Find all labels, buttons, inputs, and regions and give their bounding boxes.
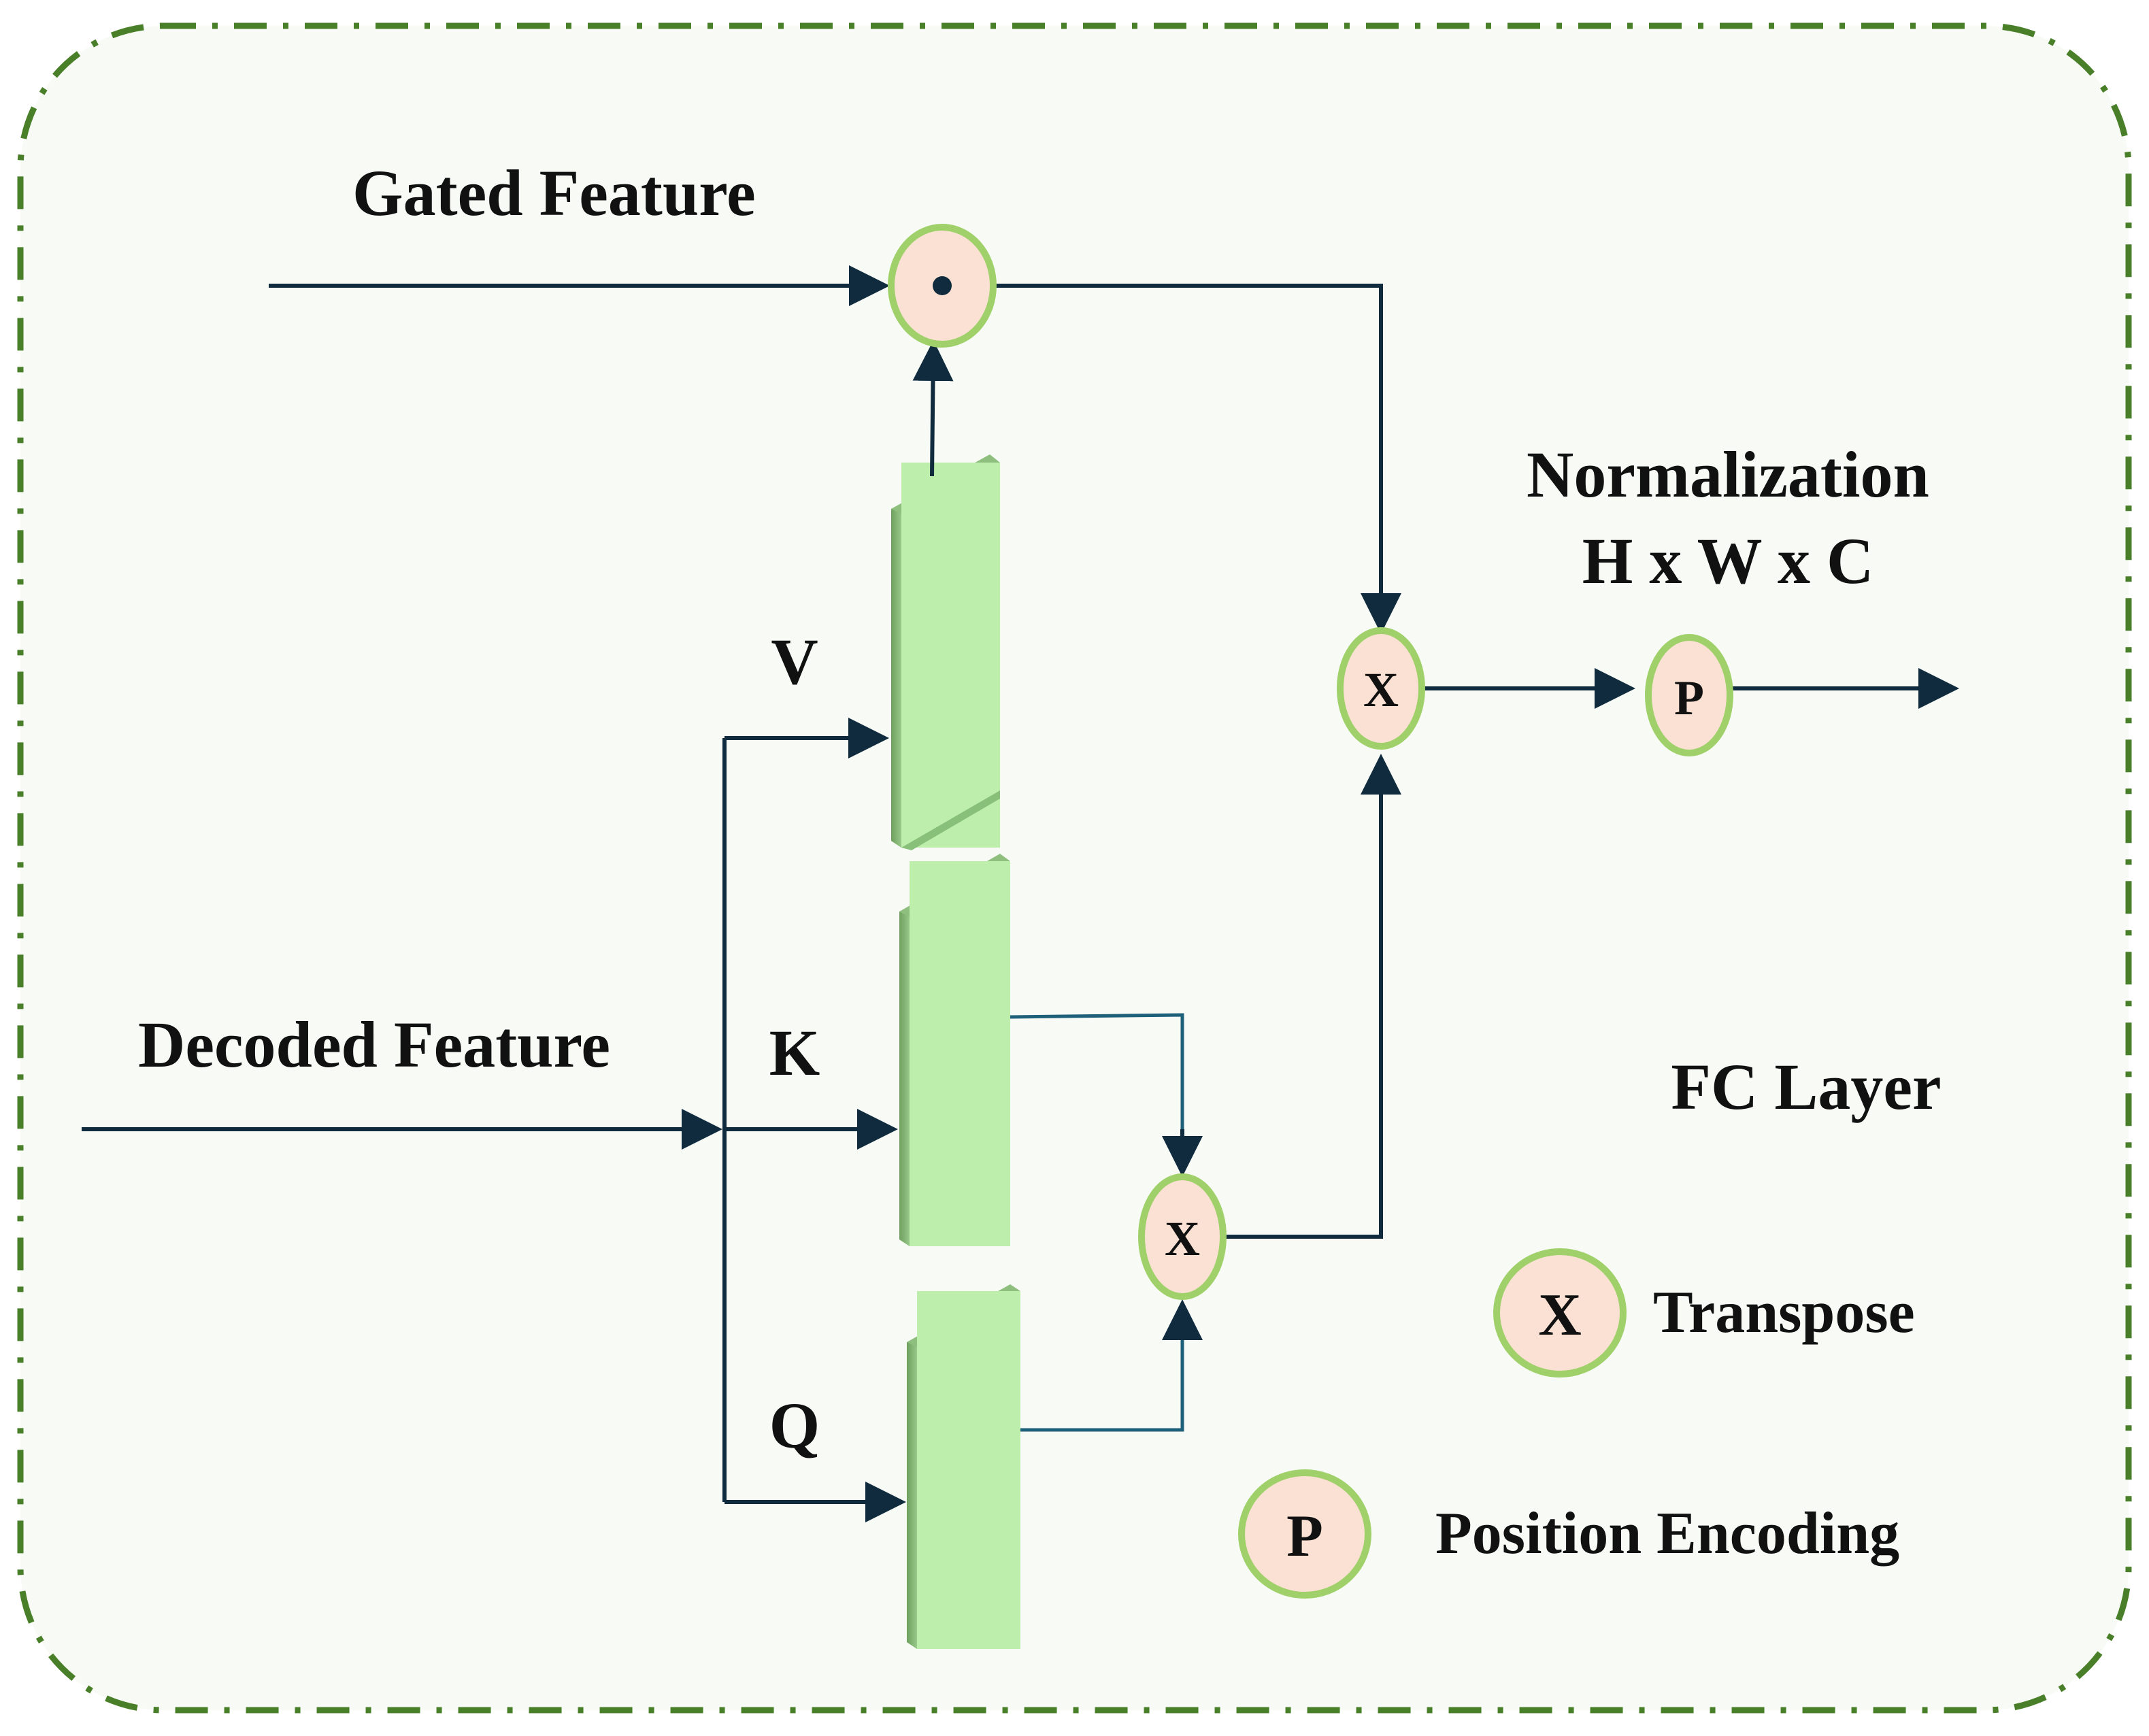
decoded-feature-label: Decoded Feature xyxy=(138,1008,610,1081)
legend-position-encoding: P Position Encoding xyxy=(1238,1469,1899,1599)
q-label: Q xyxy=(769,1389,820,1462)
k-to-transpose-line xyxy=(1010,1013,1184,1167)
gated-feature-label: Gated Feature xyxy=(352,156,756,229)
transpose-node-top: X xyxy=(1337,627,1425,750)
normalization-label: Normalization xyxy=(1527,438,1929,511)
dimensions-label: H x W x C xyxy=(1582,524,1874,597)
position-encoding-node: P xyxy=(1645,634,1733,756)
legend-position-symbol: P xyxy=(1286,1503,1323,1569)
v-label: V xyxy=(771,625,818,698)
v-to-product-arrow xyxy=(912,340,954,477)
q-to-transpose-line xyxy=(1020,1313,1184,1432)
legend-transpose-label: Transpose xyxy=(1653,1280,1915,1346)
outer-frame xyxy=(17,22,2132,1714)
dot-icon xyxy=(933,276,952,295)
v-projection-block xyxy=(891,454,1000,850)
product-to-transpose-arrow xyxy=(993,284,1401,634)
transpose-to-transpose-arrow xyxy=(1225,754,1401,1239)
legend-transpose: X Transpose xyxy=(1493,1248,1915,1378)
legend: X Transpose P Position Encoding xyxy=(1238,1248,1915,1599)
legend-position-label: Position Encoding xyxy=(1435,1501,1899,1567)
legend-transpose-symbol: X xyxy=(1538,1282,1582,1348)
position-symbol: P xyxy=(1674,671,1704,725)
transpose-symbol: X xyxy=(1363,663,1399,717)
k-projection-block xyxy=(899,854,1010,1246)
q-projection-block xyxy=(907,1284,1020,1649)
k-label: K xyxy=(769,1016,820,1089)
transpose-symbol: X xyxy=(1165,1212,1200,1266)
elementwise-product-node xyxy=(888,224,997,348)
fc-layer-label: FC Layer xyxy=(1671,1050,1941,1123)
transpose-node-bottom: X xyxy=(1138,1173,1227,1300)
